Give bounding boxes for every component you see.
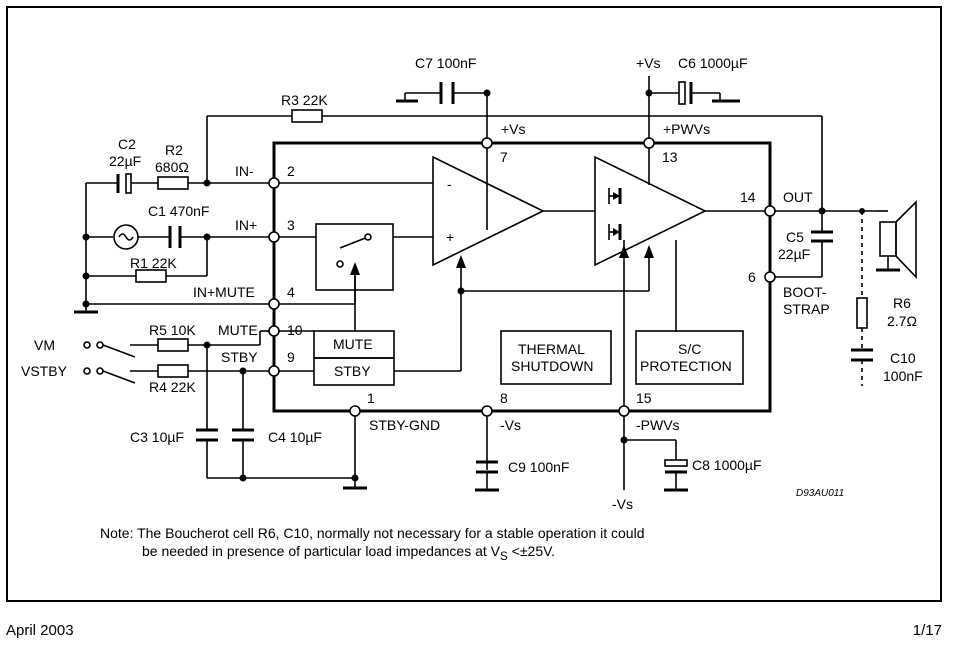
thermal-label-1: THERMAL	[518, 341, 585, 357]
vm-label: VM	[34, 337, 55, 353]
in-plus-mute-label: IN+MUTE	[193, 284, 255, 300]
r2-value: 680Ω	[155, 159, 189, 175]
sc-label-1: S/C	[678, 341, 701, 357]
plus-vs-top-label: +Vs	[636, 55, 661, 71]
c4-label: C4 10µF	[268, 429, 322, 445]
minus-vs-bottom-label: -Vs	[612, 496, 633, 512]
note-line-2: be needed in presence of particular load…	[100, 542, 644, 566]
plus-pwvs-pin-label: +PWVs	[663, 121, 710, 137]
pin-15: 15	[636, 390, 652, 406]
pin-1: 1	[367, 390, 375, 406]
minus-sign: -	[447, 176, 452, 192]
thermal-box	[500, 330, 612, 385]
in-plus-label: IN+	[235, 217, 257, 233]
diagram-frame	[6, 6, 942, 602]
c8-label: C8 1000µF	[692, 457, 762, 473]
sc-label-2: PROTECTION	[640, 358, 732, 374]
r6-value: 2.7Ω	[887, 313, 917, 329]
sc-box	[635, 330, 744, 385]
pin-8: 8	[500, 390, 508, 406]
minus-pwvs-pin-label: -PWVs	[636, 417, 680, 433]
pin-7: 7	[500, 149, 508, 165]
in-minus-label: IN-	[235, 163, 254, 179]
c3-label: C3 10µF	[130, 429, 184, 445]
stby-box-label: STBY	[334, 363, 371, 379]
pin-6: 6	[748, 269, 756, 285]
c10-label: C10	[890, 350, 916, 366]
mute-pin-label: MUTE	[218, 322, 258, 338]
note-line-2a: be needed in presence of particular load…	[142, 543, 501, 559]
c5-label: C5	[786, 229, 804, 245]
vstby-label: VSTBY	[21, 363, 68, 379]
c1-label: C1 470nF	[148, 203, 209, 219]
c5-value: 22µF	[778, 246, 810, 262]
c2-value: 22µF	[109, 153, 141, 169]
r2-label: R2	[165, 142, 183, 158]
c9-label: C9 100nF	[508, 459, 569, 475]
drawing-code: D93AU011	[796, 488, 844, 499]
pin-9: 9	[287, 349, 295, 365]
c2-label: C2	[118, 136, 136, 152]
footnote: Note: The Boucherot cell R6, C10, normal…	[100, 524, 644, 566]
pin-14: 14	[740, 189, 756, 205]
stby-pin-label: STBY	[221, 349, 258, 365]
plus-vs-pin-label: +Vs	[501, 121, 526, 137]
minus-vs-pin-label: -Vs	[500, 417, 521, 433]
out-pin-label: OUT	[783, 189, 813, 205]
plus-sign: +	[446, 229, 454, 245]
r5-label: R5 10K	[149, 322, 196, 338]
pin-2: 2	[287, 163, 295, 179]
bootstrap-label-1: BOOT-	[783, 284, 827, 300]
thermal-label-2: SHUTDOWN	[511, 358, 593, 374]
preamp-triangle	[432, 155, 545, 267]
pin-4: 4	[287, 284, 295, 300]
pin-3: 3	[287, 217, 295, 233]
c6-label: C6 1000µF	[678, 55, 748, 71]
pin-13: 13	[662, 149, 678, 165]
note-line-1: Note: The Boucherot cell R6, C10, normal…	[100, 525, 645, 541]
c7-label: C7 100nF	[415, 55, 476, 71]
r1-label: R1 22K	[130, 255, 177, 271]
footer-page-number: 1/17	[912, 622, 942, 639]
footer-date: April 2003	[6, 622, 74, 639]
r6-label: R6	[893, 295, 911, 311]
mute-box-label: MUTE	[333, 336, 373, 352]
stby-gnd-label: STBY-GND	[369, 417, 440, 433]
pin-10: 10	[287, 322, 303, 338]
r4-label: R4 22K	[149, 379, 196, 395]
c10-value: 100nF	[883, 368, 923, 384]
r3-label: R3 22K	[281, 92, 328, 108]
bootstrap-label-2: STRAP	[783, 301, 830, 317]
note-line-2b: <±25V.	[507, 543, 556, 559]
note-subscript: S	[500, 549, 508, 563]
